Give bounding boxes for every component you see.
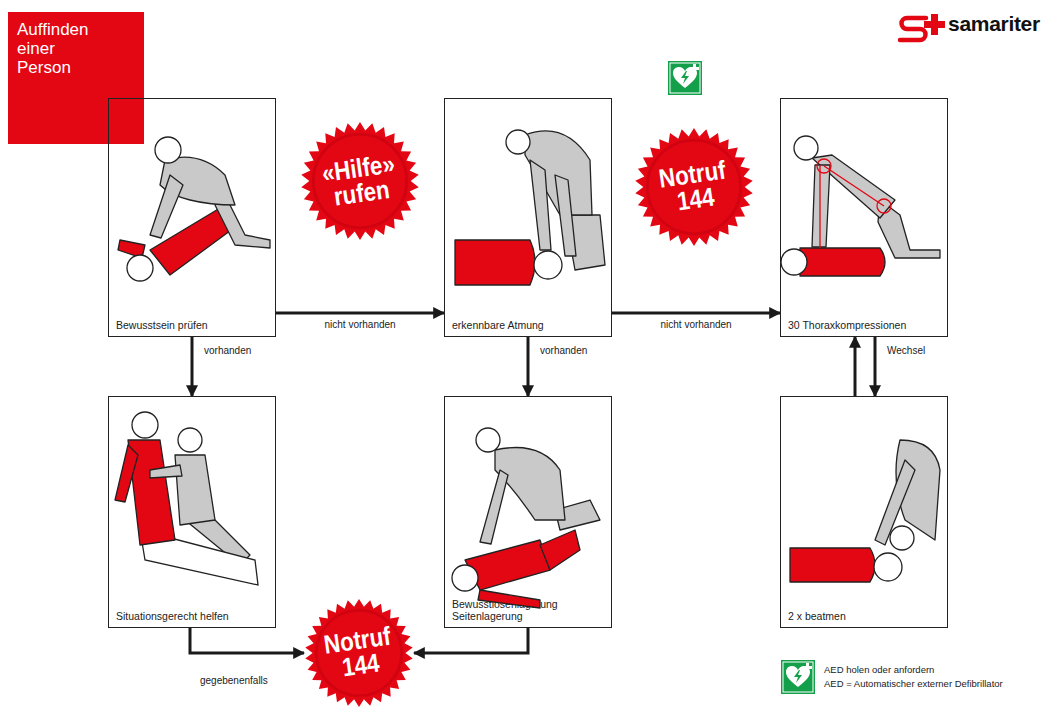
flow-arrow [612,312,780,315]
step-box: Situationsgerecht helfen [108,396,276,628]
figure-recovery [452,428,600,608]
edge-label: vorhanden [204,345,251,357]
step-caption: 30 Thoraxkompressionen [788,319,938,331]
starburst-text-wrap: Notruf 144 [634,127,754,247]
flow-arrow [190,628,304,653]
step-caption: Situationsgerecht helfen [116,610,266,622]
title-block: Auffinden einer Person [8,12,144,144]
aed-legend-icon [781,660,815,694]
starburst-text-wrap: «Hilfe» rufen [300,121,420,241]
flow-arrow [414,628,528,653]
caption-wrap: Bewusstlosenlagerung Seitenlagerung [452,598,602,622]
edge-label: vorhanden [540,345,587,357]
legend-text: AED holen oder anfordern [824,664,934,675]
starburst-text: «Hilfe» rufen [316,150,405,211]
step-caption: erkennbare Atmung [452,319,602,331]
edge-label: Wechsel [887,345,925,357]
edge-label: nicht vorhanden [661,319,732,331]
figure-compressions [781,136,940,276]
starburst-node: Notruf 144 [304,598,414,708]
edge-label: nicht vorhanden [325,319,396,331]
step-caption: Bewusstlosenlagerung Seitenlagerung [452,598,602,622]
brand-label: samariter [948,12,1040,36]
starburst-fill [305,599,412,707]
starburst-fill [635,128,752,246]
starburst-text: Notruf 144 [650,156,739,217]
flow-arrow [874,337,877,396]
flow-arrow [854,337,857,396]
figure-consciousness [118,137,270,281]
caption-wrap: Situationsgerecht helfen [116,610,266,622]
step-box: Bewusstlosenlagerung Seitenlagerung [444,396,612,628]
starburst-node: «Hilfe» rufen [300,121,420,241]
caption-wrap: 2 x beatmen [788,610,938,622]
starburst-shade [313,134,406,227]
starburst-text-wrap: Notruf 144 [304,598,414,708]
starburst-node: Notruf 144 [634,127,754,247]
flow-arrow [191,337,194,396]
legend-text: AED = Automatischer externer Defibrillat… [824,678,1003,689]
step-caption: 2 x beatmen [788,610,938,622]
flow-arrow [527,337,530,396]
logo-symbol [900,14,945,40]
figure-breathing [455,130,605,285]
caption-wrap: erkennbare Atmung [452,319,602,331]
edge-label: gegebenenfalls [200,675,268,687]
step-caption: Bewusstsein prüfen [116,319,266,331]
caption-wrap: Bewusstsein prüfen [116,319,266,331]
step-box: Bewusstsein prüfen [108,98,276,337]
flow-arrow [276,312,444,315]
starburst-fill [301,122,418,240]
aed-icon [668,61,702,95]
figure-ventilation [790,440,940,582]
step-box: 30 Thoraxkompressionen [780,98,948,337]
starburst-text: Notruf 144 [315,622,404,683]
step-box: erkennbare Atmung [444,98,612,337]
figure-sitting [115,412,258,585]
caption-wrap: 30 Thoraxkompressionen [788,319,938,331]
starburst-shade [647,140,740,233]
step-box: 2 x beatmen [780,396,948,628]
title-text: Auffinden einer Person [17,20,107,77]
